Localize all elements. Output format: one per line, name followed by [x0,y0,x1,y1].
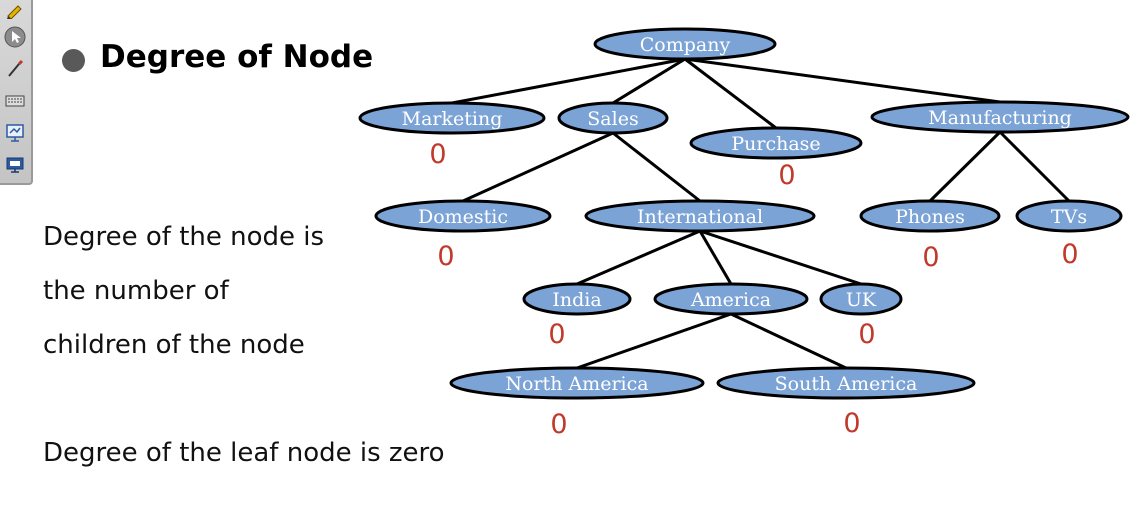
node-shape [1015,199,1123,233]
marker-icon[interactable] [3,58,27,80]
degree-label-phones: 0 [922,242,939,273]
node-label: TVs [1051,206,1087,228]
node-label: Manufacturing [928,107,1072,129]
keyboard-icon[interactable] [3,90,27,112]
node-purchase: Purchase [689,126,863,160]
node-label: North America [505,373,648,395]
node-shape [859,199,1001,233]
node-uk: UK [819,282,903,316]
node-label: India [552,289,601,311]
tree-edges [451,57,1071,370]
node-shape [870,100,1130,134]
degree-label-south-america: 0 [843,408,860,439]
leaf-note: Degree of the leaf node is zero [43,438,445,468]
degree-labels: 0 0 0 0 0 0 0 0 0 [429,139,1078,440]
edge-sales-international [612,131,701,203]
degree-label-uk: 0 [858,319,875,350]
edge-international-uk [699,229,862,286]
node-label: Purchase [731,133,820,155]
description-line-3: children of the node [43,330,305,360]
node-shape [358,101,546,135]
degree-label-domestic: 0 [437,241,454,272]
node-marketing: Marketing [358,101,546,135]
node-sales: Sales [557,101,669,135]
node-india: India [522,282,632,316]
node-shape [374,199,552,233]
degree-label-purchase: 0 [778,160,795,191]
edge-manufacturing-tvs [998,130,1071,203]
slide-title: Degree of Node [100,39,374,75]
node-shape [716,366,976,400]
node-label: America [690,289,771,311]
node-north-america: North America [449,366,705,400]
node-shape [522,282,632,316]
node-company: Company [593,27,777,61]
node-shape [584,199,816,233]
node-label: Domestic [418,206,508,228]
node-label: UK [846,289,877,311]
degree-label-tvs: 0 [1061,239,1078,270]
annotation-toolbar [0,0,33,185]
description-line-2: the number of [43,276,229,306]
node-shape [593,27,777,61]
edge-international-india [576,229,701,286]
edge-company-manufacturing [684,57,1001,104]
edge-sales-domestic [462,131,614,203]
edge-america-south_america [730,312,847,370]
edge-company-sales [612,57,686,105]
node-label: Phones [895,206,965,228]
description-line-1: Degree of the node is [43,222,325,252]
node-label: Sales [587,108,638,130]
node-south-america: South America [716,366,976,400]
edge-america-north_america [576,312,732,370]
screen-icon[interactable] [3,154,27,176]
whiteboard-icon[interactable] [3,122,27,144]
node-phones: Phones [859,199,1001,233]
node-tvs: TVs [1015,199,1123,233]
degree-label-north-america: 0 [550,409,567,440]
pen-icon[interactable] [3,0,27,22]
node-label: South America [775,373,918,395]
node-manufacturing: Manufacturing [870,100,1130,134]
node-shape [449,366,705,400]
node-shape [689,126,863,160]
node-shape [653,282,809,316]
node-shape [819,282,903,316]
node-label: International [637,206,763,228]
title-bullet-icon [62,49,85,72]
node-label: Marketing [402,108,503,130]
node-shape [557,101,669,135]
node-domestic: Domestic [374,199,552,233]
edge-manufacturing-phones [928,130,1002,203]
edge-international-america [698,230,733,285]
edge-company-marketing [451,57,686,105]
pointer-icon[interactable] [3,26,27,48]
node-america: America [653,282,809,316]
edge-company-purchase [684,57,777,130]
node-label: Company [640,34,731,56]
node-international: International [584,199,816,233]
degree-label-india: 0 [548,319,565,350]
degree-label-marketing: 0 [429,139,446,170]
